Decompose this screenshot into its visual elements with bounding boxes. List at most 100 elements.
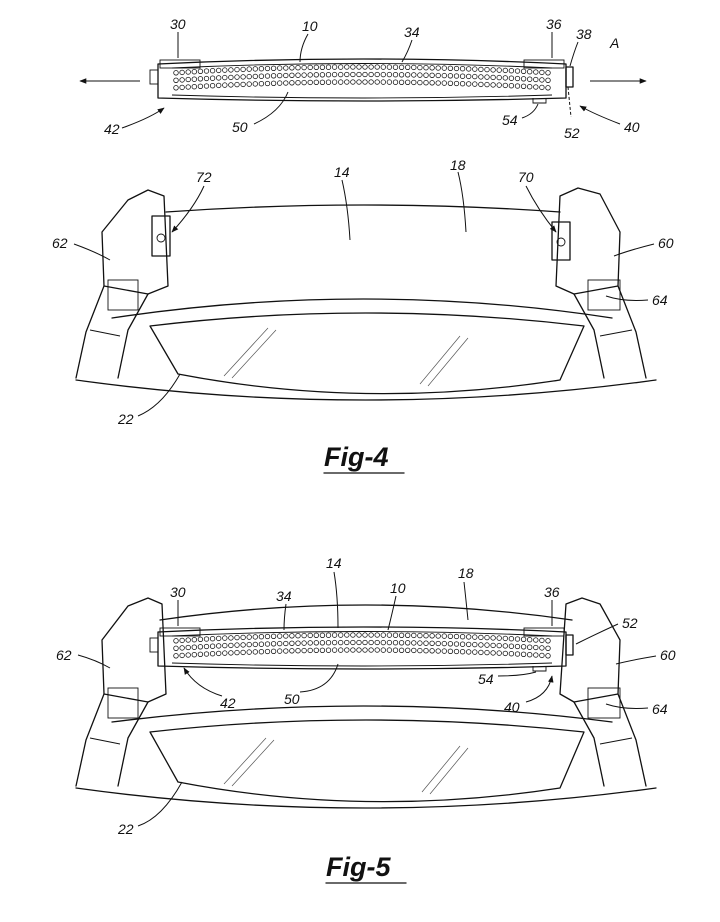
rear-window: [150, 313, 584, 394]
led-dot: [509, 68, 514, 73]
led-dot: [418, 73, 423, 78]
led-dot: [180, 646, 185, 651]
led-dot: [412, 80, 417, 85]
led-dot: [454, 74, 459, 79]
led-dot: [290, 73, 295, 78]
left-bracket-72: [152, 216, 170, 256]
left-tab: [150, 638, 158, 652]
led-dot: [253, 82, 258, 87]
right-pillar-60: [552, 188, 646, 378]
led-dot: [180, 78, 185, 83]
led-dot: [332, 72, 337, 77]
led-dot: [357, 80, 362, 85]
led-dot: [540, 70, 545, 75]
led-dot: [320, 648, 325, 653]
led-dot: [296, 73, 301, 78]
led-dot: [393, 648, 398, 653]
led-dot: [405, 73, 410, 78]
led-dot: [290, 66, 295, 71]
led-dot: [497, 643, 502, 648]
light-bar-lens-top: [172, 632, 552, 637]
led-dot: [393, 633, 398, 638]
ref-18: 18: [458, 565, 474, 581]
ref-70: 70: [518, 169, 534, 185]
led-dot: [247, 67, 252, 72]
led-dot: [180, 85, 185, 90]
right-lamp-box: [588, 688, 620, 718]
led-dot: [515, 69, 520, 74]
led-dot: [534, 77, 539, 82]
ref-64: 64: [652, 292, 668, 308]
led-dot: [338, 65, 343, 70]
led-dot: [308, 80, 313, 85]
led-dot: [186, 77, 191, 82]
led-dot: [515, 637, 520, 642]
led-dot: [479, 643, 484, 648]
led-dot: [204, 652, 209, 657]
led-dot: [460, 74, 465, 79]
ref-22: 22: [117, 411, 134, 427]
led-dot: [454, 81, 459, 86]
led-dot: [174, 86, 179, 91]
led-dot: [210, 644, 215, 649]
led-dot: [302, 648, 307, 653]
led-dot: [192, 84, 197, 89]
ref-A: A: [609, 35, 619, 51]
led-dot: [338, 633, 343, 638]
led-dot: [485, 643, 490, 648]
right-lamp-box: [588, 280, 620, 310]
led-dot: [235, 67, 240, 72]
led-dot: [546, 71, 551, 76]
led-dot: [466, 635, 471, 640]
led-dot: [338, 640, 343, 645]
led-dot: [277, 641, 282, 646]
led-dot: [527, 637, 532, 642]
led-dot: [485, 650, 490, 655]
left-lamp-box: [108, 688, 138, 718]
led-dot: [473, 67, 478, 72]
led-dot: [296, 648, 301, 653]
led-dot: [357, 633, 362, 638]
led-dot: [497, 68, 502, 73]
led-dot: [229, 83, 234, 88]
led-dot: [351, 633, 356, 638]
led-dot: [247, 74, 252, 79]
figure-4: 30 10 34 36 38 A 42 50 54 52 40 72 14 18…: [52, 16, 674, 473]
led-dot: [448, 642, 453, 647]
led-dot: [393, 65, 398, 70]
led-dot: [241, 67, 246, 72]
led-dot: [180, 653, 185, 658]
led-dot: [442, 634, 447, 639]
led-dot: [308, 65, 313, 70]
led-dot: [436, 73, 441, 78]
led-dot: [466, 67, 471, 72]
led-dot: [485, 635, 490, 640]
ref-30: 30: [170, 16, 186, 32]
led-dot: [216, 83, 221, 88]
led-dot: [259, 649, 264, 654]
led-dot: [284, 66, 289, 71]
led-dot: [479, 82, 484, 87]
led-dot: [247, 650, 252, 655]
led-dot: [314, 648, 319, 653]
ref-50: 50: [284, 691, 300, 707]
led-dot: [503, 636, 508, 641]
led-dot: [351, 65, 356, 70]
led-dot: [436, 66, 441, 71]
led-dot: [265, 649, 270, 654]
led-dot: [314, 73, 319, 78]
led-dot: [497, 75, 502, 80]
led-dot: [314, 65, 319, 70]
led-dot: [198, 77, 203, 82]
led-dot: [442, 66, 447, 71]
led-dot: [369, 648, 374, 653]
led-dot: [314, 641, 319, 646]
roof-upper-edge: [160, 605, 572, 620]
led-array: [174, 633, 551, 658]
led-dot: [448, 74, 453, 79]
ref-40: 40: [624, 119, 640, 135]
led-dot: [479, 635, 484, 640]
led-dot: [430, 81, 435, 86]
led-dot: [460, 649, 465, 654]
led-dot: [473, 642, 478, 647]
